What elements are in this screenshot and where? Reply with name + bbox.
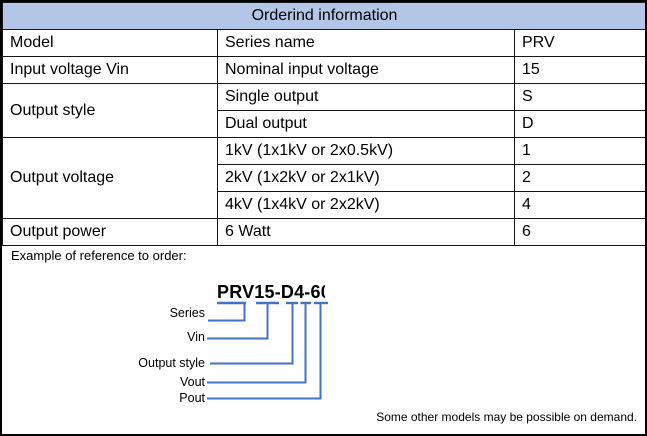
order-code-example: PRV15-D4-60 <box>217 282 325 303</box>
ordering-table: Orderind information Model Series name P… <box>2 2 645 246</box>
table-row: Output voltage 1kV (1x1kV or 2x0.5kV) 1 <box>2 137 645 219</box>
elbow-connectors <box>207 303 322 400</box>
diagram-label-series: Series <box>169 306 205 320</box>
vin-connector-line <box>207 303 269 340</box>
cell-vin-code: 15 <box>514 56 645 84</box>
diagram-label-output-style: Output style <box>138 356 205 370</box>
cell-4kv-option: 4kV (1x4kV or 2x2kV) <box>217 191 515 219</box>
cell-6watt-option: 6 Watt <box>217 218 515 246</box>
cell-2kv-code: 2 <box>514 164 645 192</box>
diagram-label-vout: Vout <box>179 375 205 389</box>
cell-1kv-option: 1kV (1x1kV or 2x0.5kV) <box>217 137 515 165</box>
pout-connector-line <box>207 303 322 400</box>
table-row: Dual output D <box>3 110 645 138</box>
table-row: Output style Single output S <box>2 83 645 138</box>
cell-dual-code: D <box>514 110 645 138</box>
table-title: Orderind information <box>2 2 645 30</box>
cell-2kv-option: 2kV (1x2kV or 2x1kV) <box>217 164 515 192</box>
cell-4kv-code: 4 <box>514 191 645 219</box>
series-connector-line <box>208 303 246 322</box>
cell-single-output: Single output <box>217 83 515 111</box>
cell-series-code: PRV <box>514 29 645 57</box>
diagram-label-vin: Vin <box>187 330 205 344</box>
cell-series-name: Series name <box>217 29 515 57</box>
example-caption: Example of reference to order: <box>11 248 187 263</box>
cell-dual-output: Dual output <box>217 110 515 138</box>
cell-output-power-label: Output power <box>2 218 218 246</box>
cell-nominal-input: Nominal input voltage <box>217 56 515 84</box>
table-row: Input voltage Vin Nominal input voltage … <box>2 56 645 84</box>
table-header-row: Orderind information <box>2 2 645 30</box>
footer-note: Some other models may be possible on dem… <box>376 410 637 424</box>
diagram-label-pout: Pout <box>179 391 205 405</box>
cell-input-voltage-label: Input voltage Vin <box>2 56 218 84</box>
cell-output-style-label: Output style <box>2 83 218 138</box>
vout-connector-line <box>207 303 307 384</box>
table-row: 4kV (1x4kV or 2x2kV) 4 <box>3 191 645 219</box>
order-code-text: PRV15-D4-6 <box>217 282 321 302</box>
cell-single-code: S <box>514 83 645 111</box>
cell-1kv-code: 1 <box>514 137 645 165</box>
cell-pout-code: 6 <box>514 218 645 246</box>
cell-model-label: Model <box>2 29 218 57</box>
table-row: Model Series name PRV <box>2 29 645 57</box>
order-code-clipped-char: 0 <box>321 282 325 303</box>
output-style-connector-line <box>210 303 294 365</box>
cell-output-voltage-label: Output voltage <box>2 137 218 219</box>
table-row: Output power 6 Watt 6 <box>2 218 645 246</box>
